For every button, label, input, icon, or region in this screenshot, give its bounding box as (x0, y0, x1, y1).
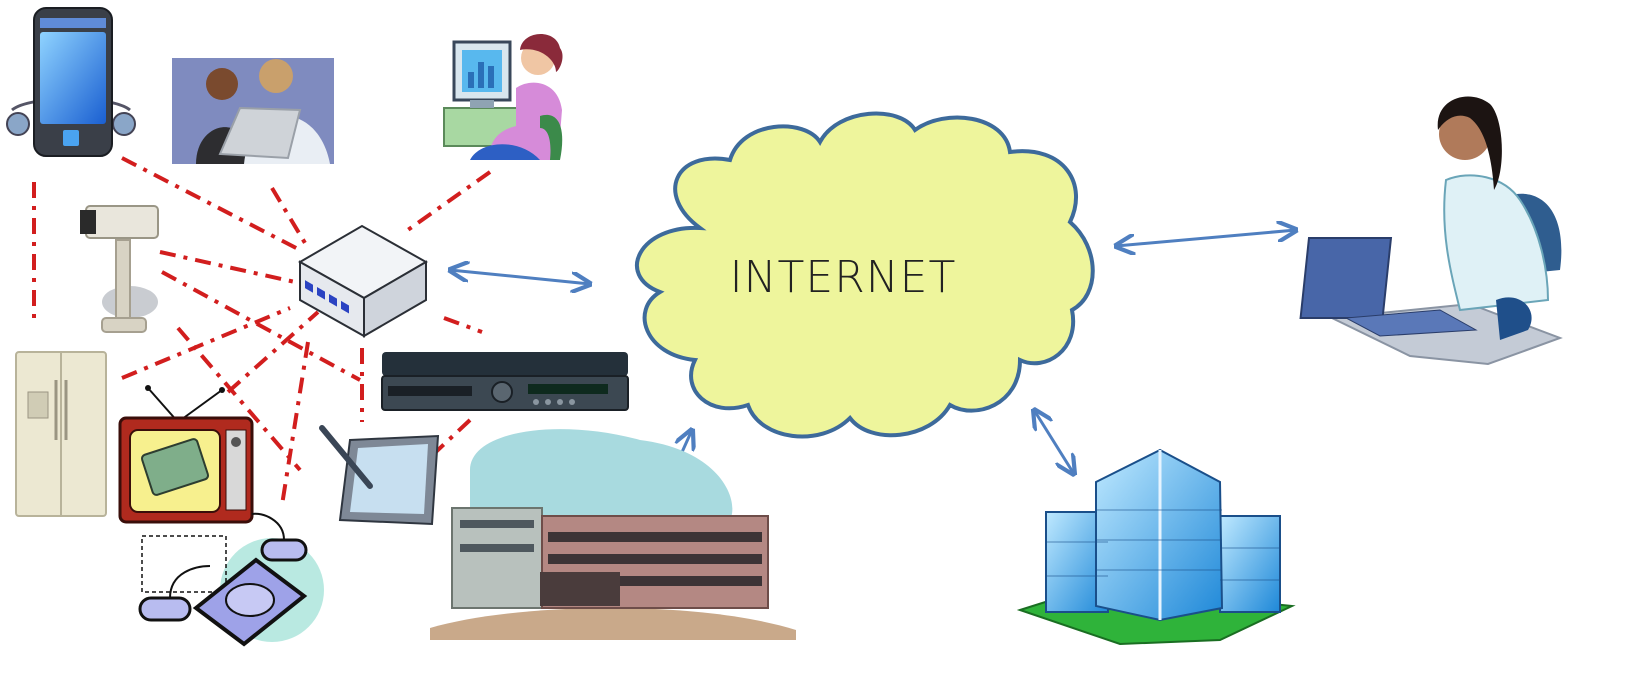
gateway-internet-link (450, 270, 590, 284)
router-icon (297, 224, 429, 338)
television-icon (118, 385, 254, 524)
wireless-link (403, 170, 492, 234)
cloud-shape (635, 111, 1095, 439)
wireless-link (161, 270, 361, 382)
remote-user-internet-link (1116, 230, 1296, 246)
wireless-link (226, 310, 320, 394)
cloud-label: INTERNET (730, 252, 957, 303)
people-with-laptop-icon (172, 58, 334, 164)
wireless-link (270, 186, 310, 250)
graphics-tablet-icon (319, 425, 440, 526)
wireless-links (32, 156, 492, 506)
wireless-link (443, 316, 483, 334)
internet-cloud: INTERNET (635, 111, 1095, 439)
refrigerator-icon (15, 351, 107, 517)
office-internet-link (1034, 410, 1074, 474)
wireless-link (159, 250, 296, 284)
office-building-icon (1016, 448, 1296, 646)
game-console-icon (138, 512, 324, 647)
smartphone-icon (6, 7, 136, 157)
wireless-link (121, 306, 291, 380)
wireless-link (176, 326, 302, 472)
wireless-link (280, 341, 310, 506)
woman-at-desktop-icon (443, 33, 563, 160)
set-top-box-icon (381, 352, 629, 411)
security-camera-icon (80, 205, 159, 333)
school-building-icon (430, 429, 796, 640)
wireless-link (406, 418, 472, 480)
woman-with-laptop-icon (1299, 96, 1563, 366)
